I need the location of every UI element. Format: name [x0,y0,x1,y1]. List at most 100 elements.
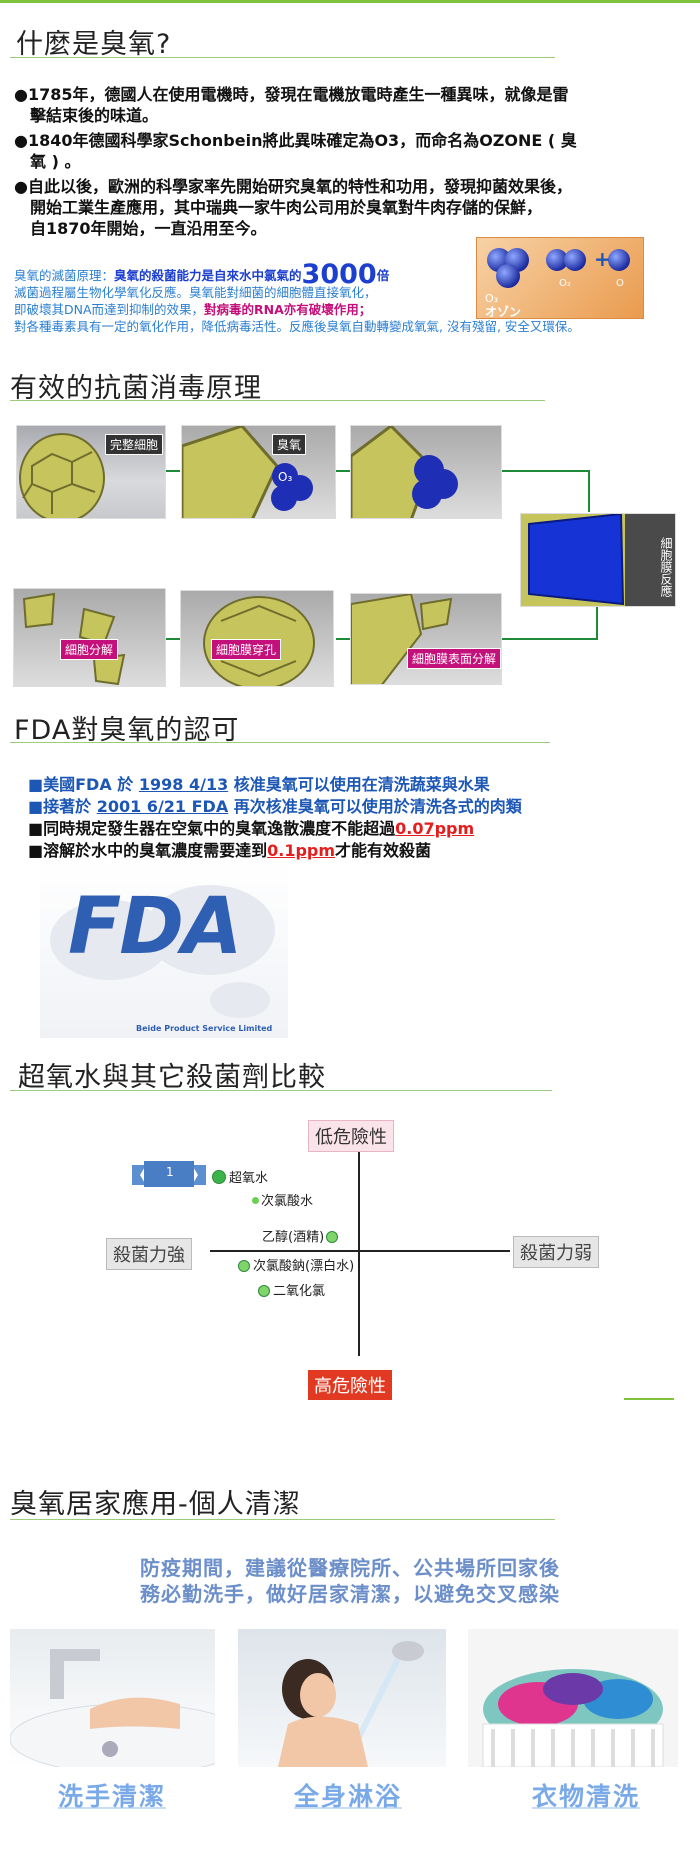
marker [258,1285,270,1297]
title-underline [10,1519,555,1520]
o2-label: O₂ [559,278,571,289]
o3-label: O₃ [485,292,498,305]
fda-line-1: ■美國FDA 於 1998 4/13 核准臭氧可以使用在清洗蔬菜與水果 [28,771,490,795]
principle-line-3: 即破壞其DNA而達到抑制的效果，對病毒的RNA亦有破壞作用； [14,301,700,318]
fda-line-1-pre: ■美國FDA 於 [28,775,139,794]
frame-contact [350,425,502,519]
section-title-home: 臭氧居家應用-個人清潔 [10,1489,301,1520]
label-decompose: 細胞分解 [60,639,119,660]
fda-logo-image: FDA Beide Product Service Limited [40,860,288,1038]
principle-number: 3000 [301,259,377,290]
label-intact-cell: 完整細胞 [105,434,164,455]
plus-sign: + [594,247,611,271]
agent-label: 二氧化氯 [273,1284,326,1299]
rank-ribbon: 1 [132,1161,206,1189]
o-label: O [616,278,624,289]
arrow [166,470,180,472]
ozone-molecule-image: + O₃ オゾン O₂ O [476,237,644,319]
agent-label: 次氯酸鈉(漂白水) [253,1259,355,1274]
agent-label: 超氧水 [229,1171,269,1186]
section-title-what-is: 什麼是臭氧? [16,29,172,60]
notice-line-2: 務必勤洗手，做好居家清潔，以避免交叉感染 [140,1582,560,1606]
laundry-photo [468,1629,678,1767]
fda-line-2-pre: ■接著於 [28,797,97,816]
frame-ozone-approach: 臭氧 O₃ [181,425,336,519]
accent-dash [624,1398,674,1400]
limit-0-1ppm: 0.1ppm [267,841,336,860]
title-underline [10,57,555,58]
label-low-risk: 低危險性 [308,1120,394,1152]
bullet-line: 氧 ) 。 [30,152,81,171]
ozone-principle-text: 臭氧的滅菌原理：臭氧的殺菌能力是自來水中氯氣的3000倍 滅菌過程屬生物化學氧化… [14,261,700,335]
connector-line [502,470,590,472]
handwash-photo [10,1629,215,1767]
o3-mark: O₃ [278,470,293,484]
section-title-principle: 有效的抗菌消毒原理 [10,373,262,404]
history-bullet-1: ●1785年，德國人在使用電機時，發現在電機放電時產生一種異味，就像是雷 擊結束… [14,84,569,126]
marker [326,1231,339,1243]
caption-handwash: 洗手清潔 [58,1782,167,1811]
connector-line [502,638,598,640]
notice-line-1: 防疫期間，建議從醫療院所、公共場所回家後 [140,1556,560,1580]
fda-date-2001: 2001 6/21 FDA [96,797,229,816]
fda-logo-text: FDA [68,882,242,972]
arrow [336,638,350,640]
principle-lead: 臭氧的滅菌原理： [14,268,115,283]
ozone-katakana: オゾン [485,304,521,319]
marker [212,1170,226,1184]
agent-label: 次氯酸水 [261,1194,314,1209]
agent-hypochlorous-water: 次氯酸水 [252,1190,313,1209]
history-bullet-3: ●自此以後，歐洲的科學家率先開始研究臭氧的特性和功用，發現抑菌效果後， 開始工業… [14,176,572,239]
label-ozone: 臭氧 [272,434,307,455]
horizontal-axis [210,1250,510,1252]
agent-label: 乙醇(酒精) [262,1230,325,1245]
fda-logo-caption: Beide Product Service Limited [136,1024,273,1033]
connector-line [596,607,598,639]
bullet-line: 擊結束後的味道。 [30,106,159,125]
label-strong-kill: 殺菌力強 [106,1238,192,1270]
limit-0-07ppm: 0.07ppm [395,819,475,838]
section-title-fda: FDA對臭氧的認可 [14,715,240,746]
connector-line [588,470,590,512]
principle-line-3b: 對病毒的RNA亦有破壞作用； [204,302,372,317]
agent-sodium-hypochlorite: 次氯酸鈉(漂白水) [238,1255,354,1274]
frame-decompose: 細胞分解 [13,588,166,687]
principle-line-1: 臭氧的滅菌原理：臭氧的殺菌能力是自來水中氯氣的3000倍 [14,261,700,288]
principle-emph: 臭氧的殺菌能力是自來水中氯氣的 [114,268,302,283]
vertical-axis [358,1148,360,1356]
caption-laundry: 衣物清洗 [532,1782,641,1811]
caption-shower: 全身淋浴 [294,1782,403,1811]
label-surface-break: 細胞膜表面分解 [407,648,501,669]
title-underline [10,1090,552,1091]
marker [252,1197,259,1204]
history-bullet-2: ●1840年德國科學家Schonbein將此異味確定為O3，而命名為OZONE … [14,130,577,172]
agent-ethanol: 乙醇(酒精) [262,1226,341,1245]
bullet-line: 開始工業生產應用，其中瑞典一家牛肉公司用於臭氧對牛肉存儲的保鮮， [30,198,543,217]
label-weak-kill: 殺菌力弱 [513,1236,599,1268]
principle-line-2: 滅菌過程屬生物化學氧化反應。臭氧能對細菌的細胞體直接氧化， [14,285,377,300]
frame-surface-break: 細胞膜表面分解 [350,593,502,685]
section-title-compare: 超氧水與其它殺菌劑比較 [18,1062,326,1093]
marker [238,1260,250,1272]
world-map-graphic [50,885,275,1018]
principle-line-3a: 即破壞其DNA而達到抑制的效果， [14,302,205,317]
top-accent-bar [0,0,700,3]
bullet-line: ●1785年，德國人在使用電機時，發現在電機放電時產生一種異味，就像是雷 [14,85,569,104]
agent-super-oxygen-water: 超氧水 [212,1167,268,1186]
frame-membrane-reaction: 細胞膜反應 [520,513,676,607]
fda-line-2: ■接著於 2001 6/21 FDA 再次核准臭氧可以使用於清洗各式的肉類 [28,793,522,817]
label-high-risk: 高危險性 [308,1370,392,1400]
label-pierce: 細胞膜穿孔 [211,639,282,660]
principle-line-4: 對各種毒素具有一定的氧化作用，降低病毒活性。反應後臭氧自動轉變成氧氣, 沒有殘留… [14,319,580,334]
fda-date-1998: 1998 4/13 [138,775,229,794]
fda-line-2-post: 再次核准臭氧可以使用於清洗各式的肉類 [228,797,522,816]
bullet-line: 自1870年開始，一直沿用至今。 [30,219,267,238]
title-underline [10,400,545,401]
fda-line-1-post: 核准臭氧可以使用在清洗蔬菜與水果 [228,775,490,794]
agent-chlorine-dioxide: 二氧化氯 [258,1280,325,1299]
fda-line-4-post: 才能有效殺菌 [335,841,432,860]
fda-line-4-pre: ■溶解於水中的臭氧濃度需要達到 [28,841,268,860]
arrow [166,638,180,640]
frame-pierce: 細胞膜穿孔 [180,590,334,687]
